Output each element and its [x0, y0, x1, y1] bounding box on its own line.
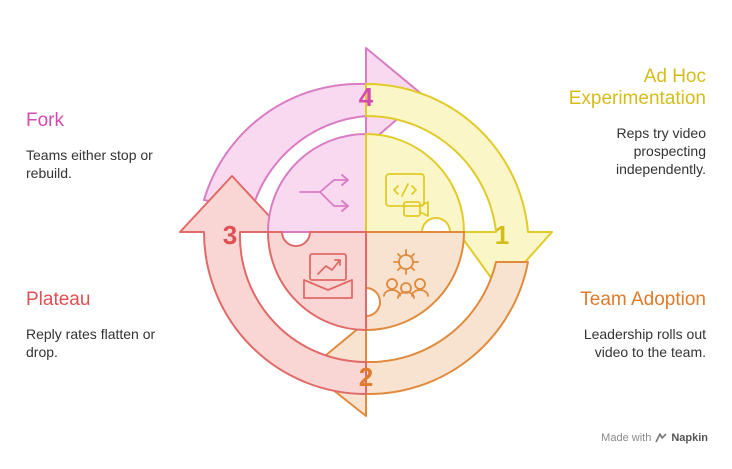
- step-2-description: Leadership rolls out video to the team.: [580, 325, 706, 361]
- step-number-1: 1: [495, 220, 509, 250]
- step-number-2: 2: [359, 362, 373, 392]
- chart-mail-icon: [303, 253, 353, 299]
- code-video-icon: [385, 173, 429, 217]
- step-1-desc-line: Reps try video: [616, 125, 706, 141]
- step-4-desc-line: rebuild.: [26, 165, 72, 181]
- step-1-title-line: Ad Hoc: [643, 66, 706, 87]
- made-with-napkin-footer[interactable]: Made with Napkin: [601, 432, 708, 444]
- arrow-step-3: [179, 175, 367, 395]
- step-2-desc-line: Leadership rolls out: [583, 326, 706, 342]
- step-1-title: Ad Hoc Experimentation: [569, 66, 706, 110]
- step-2-desc-line: video to the team.: [594, 344, 706, 360]
- step-number-4: 4: [359, 82, 374, 112]
- quadrant-step-1: [365, 132, 466, 233]
- step-2-title: Team Adoption: [580, 289, 706, 311]
- step-1-title-line: Experimentation: [568, 88, 706, 109]
- step-4-title: Fork: [26, 110, 153, 132]
- step-3-description: Reply rates flatten or drop.: [26, 325, 155, 361]
- step-4-description: Teams either stop or rebuild.: [26, 146, 153, 182]
- footer-brand: Napkin: [671, 432, 708, 444]
- step-3-desc-line: drop.: [26, 344, 58, 360]
- step-1-desc-line: prospecting: [633, 143, 706, 159]
- step-1-label: Ad Hoc Experimentation Reps try video pr…: [569, 66, 706, 178]
- step-1-description: Reps try video prospecting independently…: [569, 124, 706, 178]
- fork-arrows-icon: [299, 174, 349, 212]
- step-1-desc-line: independently.: [615, 161, 706, 177]
- inner-ring: [266, 132, 466, 332]
- step-4-desc-line: Teams either stop or: [26, 147, 153, 163]
- step-3-label: Plateau Reply rates flatten or drop.: [26, 289, 155, 361]
- step-2-label: Team Adoption Leadership rolls out video…: [580, 289, 706, 361]
- step-2-title-line: Team Adoption: [580, 289, 706, 310]
- step-3-title: Plateau: [26, 289, 155, 311]
- footer-prefix: Made with: [601, 432, 652, 444]
- step-4-title-line: Fork: [26, 110, 64, 131]
- quadrant-step-3: [266, 231, 367, 332]
- step-number-3: 3: [223, 220, 237, 250]
- team-gear-icon: [383, 249, 429, 299]
- napkin-logo-icon: [655, 433, 667, 443]
- step-3-title-line: Plateau: [26, 289, 91, 310]
- step-3-desc-line: Reply rates flatten or: [26, 326, 156, 342]
- step-4-label: Fork Teams either stop or rebuild.: [26, 110, 153, 182]
